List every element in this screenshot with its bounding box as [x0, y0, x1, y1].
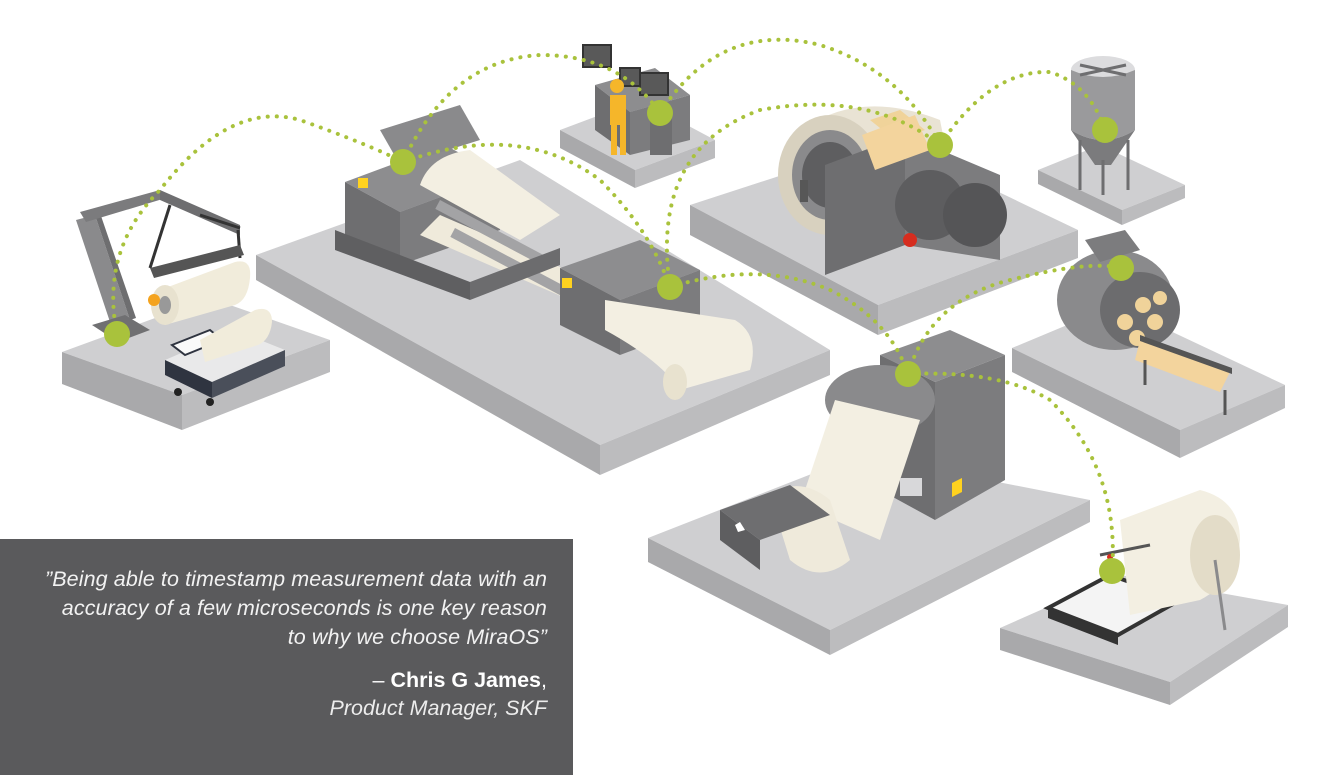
robot-arm-icon	[76, 190, 285, 406]
chipper-icon	[1057, 230, 1232, 415]
sensor-node-roll	[657, 274, 683, 300]
sensor-node-silo	[1092, 117, 1118, 143]
winder-icon	[720, 330, 1005, 573]
sensor-network-links	[111, 37, 1123, 573]
sensor-node-chipper	[1108, 255, 1134, 281]
link-drum-to-silo	[938, 69, 1107, 147]
attribution-dash: –	[372, 668, 391, 692]
sensor-node-paper-machine	[390, 149, 416, 175]
silo-platform	[1038, 145, 1185, 225]
sensor-node-drum	[927, 132, 953, 158]
testimonial-quote: ”Being able to timestamp measurement dat…	[44, 567, 547, 649]
sensor-node-arm	[104, 321, 130, 347]
link-winder-to-cutter	[906, 371, 1115, 573]
link-roll-to-winder	[668, 272, 910, 376]
testimonial-box: ”Being able to timestamp measurement dat…	[0, 539, 573, 775]
sensor-node-cutter	[1099, 558, 1125, 584]
paper-machine-icon	[335, 105, 753, 400]
link-winder-to-chipper	[906, 263, 1123, 376]
link-paper-to-control	[401, 52, 662, 164]
author-name: Chris G James	[390, 668, 542, 692]
author-line: – Chris G James,	[40, 666, 548, 694]
sensor-node-control-room	[647, 100, 673, 126]
cutter-icon	[1043, 490, 1240, 645]
link-roll-to-drum	[665, 102, 942, 289]
drum-icon	[778, 106, 1007, 275]
author-comma: ,	[541, 668, 547, 692]
author-role: Product Manager, SKF	[329, 696, 548, 720]
sensor-node-winder	[895, 361, 921, 387]
testimonial-attribution: – Chris G James, Product Manager, SKF	[40, 666, 548, 722]
operator-icon	[582, 44, 690, 155]
link-paper-to-roll	[401, 142, 672, 289]
sensor-nodes	[104, 100, 1134, 584]
silo-icon	[1071, 56, 1135, 195]
